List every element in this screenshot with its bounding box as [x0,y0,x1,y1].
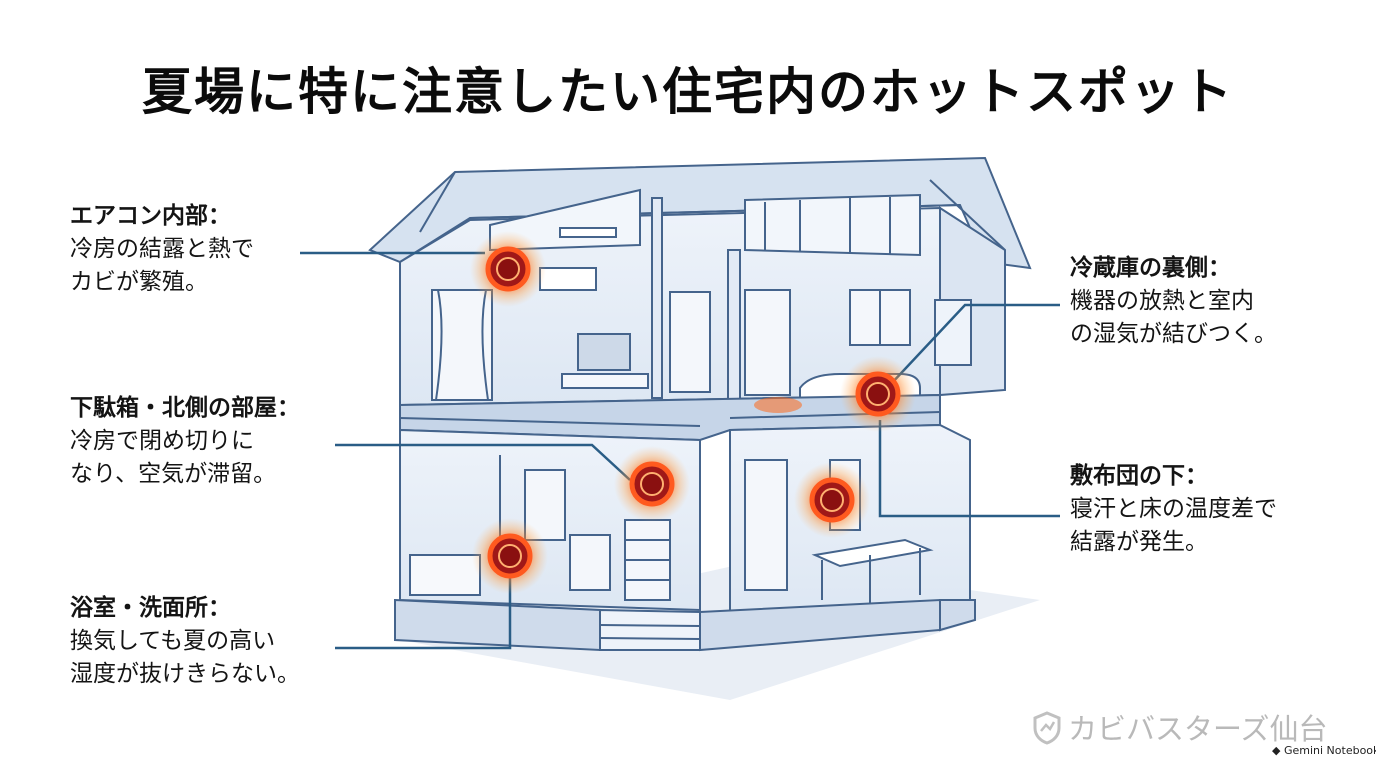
shield-icon [1032,710,1062,752]
hotspot-bathroom [472,518,548,594]
hotspot-floor-glow [754,397,802,413]
gemini-icon: ◆ [1272,744,1284,757]
callout-text: の湿気が結びつく。 [1070,321,1277,347]
callout-text: 結露が発生。 [1070,529,1208,555]
callout-futon: 敷布団の下： 寝汗と床の温度差で 結露が発生。 [1070,460,1277,559]
callout-fridge-back: 冷蔵庫の裏側： 機器の放熱と室内 の湿気が結びつく。 [1070,252,1277,351]
credit: ◆ Gemini Notebook [1272,744,1376,757]
hotspot-aircon [470,231,546,307]
hotspot-futon [794,462,870,538]
callout-heading: エアコン内部： [70,203,231,229]
callout-text: 寝汗と床の温度差で [1070,496,1277,522]
watermark-text: カビバスターズ仙台 [1068,712,1328,746]
callout-text: 湿度が抜けきらない。 [70,661,300,687]
callout-text: 冷房で閉め切りに [70,428,254,454]
callout-text: 機器の放熱と室内 [1070,288,1254,314]
callout-text: なり、空気が滞留。 [70,461,277,487]
hotspots [470,231,916,594]
callout-shoebox-north-room: 下駄箱・北側の部屋： 冷房で閉め切りに なり、空気が滞留。 [70,392,300,491]
callout-heading: 浴室・洗面所： [70,595,231,621]
watermark: カビバスターズ仙台 [1032,706,1328,752]
foundation [394,598,976,652]
hotspot-fridge [840,356,916,432]
callout-text: 換気しても夏の高い [70,628,276,654]
leader-line-futon [878,420,1060,518]
page-title: 夏場に特に注意したい住宅内のホットスポット [142,63,1234,121]
callout-text: カビが繁殖。 [70,269,208,295]
leader-line-fridge [889,303,1060,386]
leader-line-shoebox [335,443,631,481]
callout-heading: 下駄箱・北側の部屋： [70,395,300,421]
callout-heading: 冷蔵庫の裏側： [1070,255,1231,281]
credit-text: Gemini Notebook [1283,744,1376,757]
hotspot-shoebox [614,446,690,522]
callout-text: 冷房の結露と熱で [70,236,254,262]
upper-floor [399,188,941,407]
callout-bathroom: 浴室・洗面所： 換気しても夏の高い 湿度が抜けきらない。 [70,592,300,691]
callout-heading: 敷布団の下： [1070,463,1208,489]
callout-aircon: エアコン内部： 冷房の結露と熱で カビが繁殖。 [70,200,254,299]
